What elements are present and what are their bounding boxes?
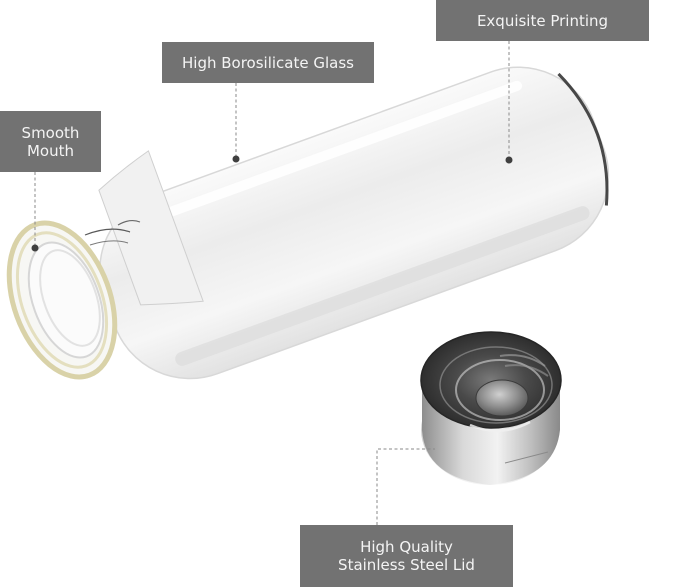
callout-label-line-2: Mouth [26,141,74,160]
stainless-steel-lid [420,331,562,485]
callout-label-line-2: Stainless Steel Lid [338,556,475,574]
glass-bottle [6,66,610,380]
callout-label-line-1: Smooth [21,123,80,142]
leader-steel-lid [376,448,435,525]
bottle-mouth [6,219,141,380]
leader-dots [31,155,513,252]
callout-smooth-mouth: Smooth Mouth [0,111,101,172]
callout-label-line-1: High Quality [360,538,453,556]
leader-lines [34,41,510,525]
callout-exquisite-printing: Exquisite Printing [436,0,649,41]
callout-steel-lid: High Quality Stainless Steel Lid [300,525,513,587]
callout-label: Exquisite Printing [476,11,609,30]
callout-high-borosilicate-glass: High Borosilicate Glass [162,42,374,83]
callout-label: High Borosilicate Glass [182,53,354,72]
